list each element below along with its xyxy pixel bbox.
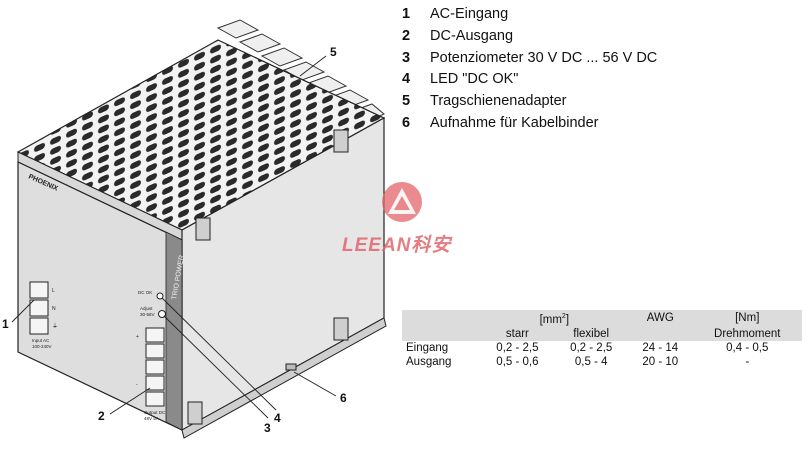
watermark-text: LEEAN科安 bbox=[342, 235, 452, 256]
cell-flexibel: 0,5 - 4 bbox=[574, 355, 608, 368]
adjust-label: Adjust bbox=[140, 306, 153, 311]
table-header-blank bbox=[402, 326, 481, 341]
cable-tie-mount bbox=[285, 363, 297, 371]
legend-text: Tragschienenadapter bbox=[430, 93, 567, 110]
input-label: Input AC bbox=[32, 338, 50, 343]
header-mm2: [mm2] bbox=[480, 310, 629, 327]
legend-number: 3 bbox=[402, 49, 411, 66]
table-header-blank bbox=[402, 310, 481, 327]
cell-awg: 24 - 14 bbox=[642, 341, 679, 354]
cell-flexibel: 0,2 - 2,5 bbox=[570, 341, 613, 354]
callout-2: 2 bbox=[98, 409, 105, 423]
legend-item: 3 Potenziometer 30 V DC ... 56 V DC bbox=[402, 50, 802, 72]
watermark-logo: LEEAN科安 bbox=[342, 180, 472, 256]
output-range-label: 48V 5A bbox=[144, 416, 159, 421]
table-header-units: [mm2] AWG [Nm] bbox=[402, 310, 802, 327]
row-label: Ausgang bbox=[406, 355, 452, 368]
cell-nm: 0,4 - 0,5 bbox=[726, 341, 769, 354]
table-header-blank bbox=[628, 326, 693, 341]
input-range-label: 100-240V bbox=[32, 344, 52, 349]
header-flexibel: flexibel bbox=[554, 326, 629, 341]
output-minus-label: - bbox=[136, 382, 138, 388]
heatsink-fins bbox=[216, 19, 385, 123]
dc-ok-led bbox=[156, 292, 164, 300]
legend-number: 4 bbox=[402, 71, 411, 88]
cell-nm: - bbox=[745, 355, 750, 368]
legend-number: 1 bbox=[402, 6, 411, 22]
watermark-triangle-icon bbox=[382, 182, 422, 222]
legend-text: AC-Eingang bbox=[430, 6, 509, 22]
output-plus-label: + bbox=[136, 334, 139, 340]
terminal-l-label: L bbox=[52, 288, 55, 294]
callout-6: 6 bbox=[340, 391, 347, 405]
header-awg: AWG bbox=[628, 310, 693, 327]
dc-ok-label: DC OK bbox=[138, 290, 152, 295]
legend-item: 6 Aufnahme für Kabelbinder bbox=[402, 115, 802, 137]
legend-item: 1 AC-Eingang bbox=[402, 6, 802, 28]
callout-3: 3 bbox=[264, 421, 271, 435]
output-label: Output DC bbox=[144, 410, 166, 415]
callout-leaders bbox=[11, 55, 337, 419]
ac-input-terminal bbox=[29, 281, 49, 335]
callout-4: 4 bbox=[274, 411, 281, 425]
cell-starr: 0,5 - 0,6 bbox=[496, 355, 539, 368]
cell-starr: 0,2 - 2,5 bbox=[496, 341, 539, 354]
rail-clip-top bbox=[333, 129, 349, 153]
rail-clip-mid bbox=[195, 217, 211, 241]
legend-number: 2 bbox=[402, 27, 411, 44]
adjust-potentiometer bbox=[158, 310, 166, 318]
parts-legend: 1 AC-Eingang 2 DC-Ausgang 3 Potenziomete… bbox=[402, 6, 802, 137]
dc-output-terminal bbox=[145, 327, 165, 407]
header-drehmoment: Drehmoment bbox=[692, 326, 802, 341]
wire-spec-table: [mm2] AWG [Nm] starr flexibel Drehmoment… bbox=[402, 310, 802, 369]
power-supply-drawing: PHOENIX TRIO POWER DC OK Adjust 30-56V I… bbox=[2, 19, 387, 439]
legend-text: Aufnahme für Kabelbinder bbox=[430, 114, 599, 131]
base bbox=[181, 317, 387, 439]
legend-item: 5 Tragschienenadapter bbox=[402, 93, 802, 115]
terminal-pe-label: ⏚ bbox=[52, 323, 58, 330]
legend-text: Potenziometer 30 V DC ... 56 V DC bbox=[430, 49, 658, 66]
rail-clip-bottom bbox=[187, 401, 203, 425]
callout-5: 5 bbox=[330, 45, 337, 59]
legend-number: 5 bbox=[402, 93, 411, 110]
adjust-range-label: 30-56V bbox=[140, 312, 155, 317]
callout-1: 1 bbox=[2, 317, 9, 331]
table-header-sub: starr flexibel Drehmoment bbox=[402, 326, 802, 341]
terminal-n-label: N bbox=[52, 306, 56, 312]
legend-item: 4 LED "DC OK" bbox=[402, 71, 802, 93]
header-nm: [Nm] bbox=[692, 310, 802, 327]
legend-text: LED "DC OK" bbox=[430, 71, 519, 88]
legend-number: 6 bbox=[402, 114, 411, 131]
header-starr: starr bbox=[480, 326, 555, 341]
cell-awg: 20 - 10 bbox=[642, 355, 679, 368]
legend-item: 2 DC-Ausgang bbox=[402, 28, 802, 50]
table-row: Ausgang 0,5 - 0,6 0,5 - 4 20 - 10 - bbox=[402, 355, 802, 369]
table-row: Eingang 0,2 - 2,5 0,2 - 2,5 24 - 14 0,4 … bbox=[402, 341, 802, 355]
legend-text: DC-Ausgang bbox=[430, 27, 514, 44]
row-label: Eingang bbox=[406, 341, 449, 354]
rail-clip-low bbox=[333, 317, 349, 341]
